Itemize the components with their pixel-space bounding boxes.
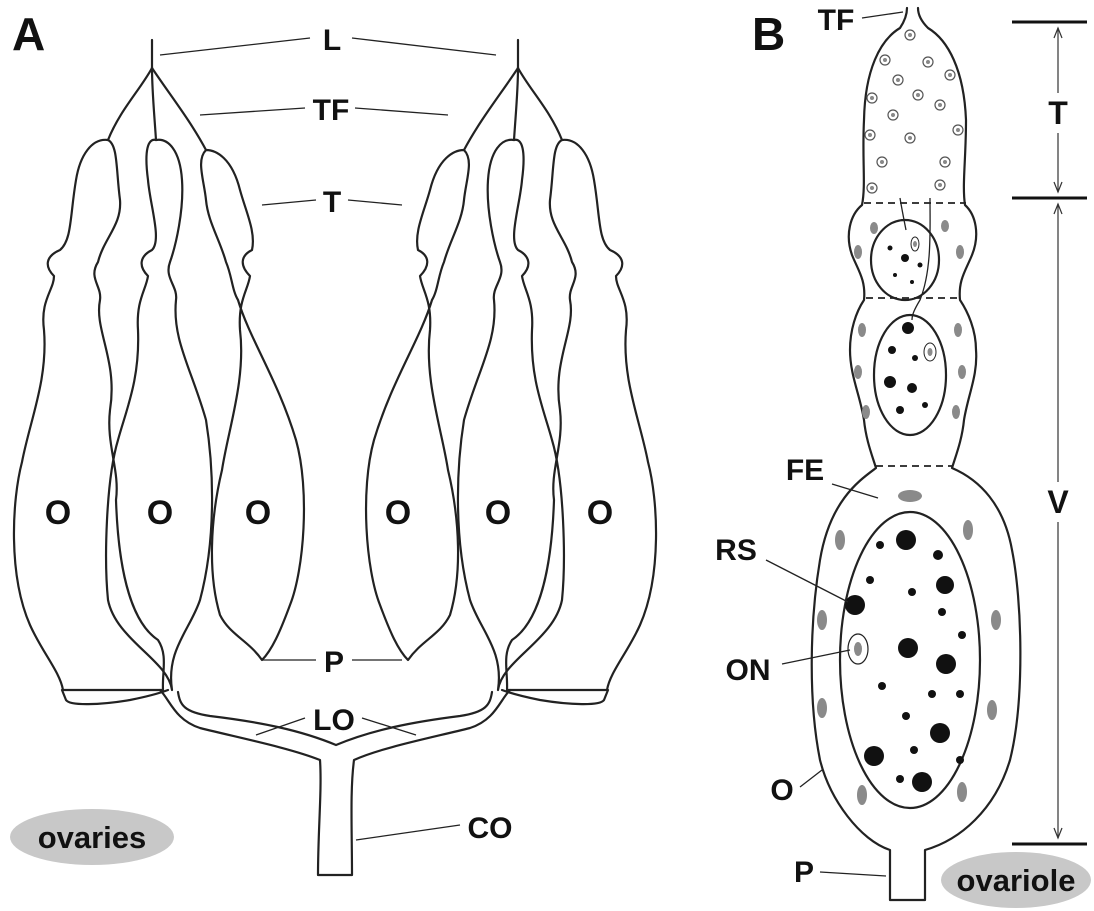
right-ovary: [366, 140, 656, 704]
label-lateral-oviduct: LO: [313, 704, 355, 737]
label-follicular-epithelium: FE: [786, 454, 824, 487]
label-tropharium: T: [323, 186, 341, 219]
ovariole-label-o: O: [245, 494, 271, 532]
ovaries-diagram: O O O O O O L TF T P LO CO ovaries A: [10, 8, 656, 875]
tube: [62, 690, 168, 704]
label-yolk-spheres: RS: [715, 534, 757, 567]
panel-a-label: A: [12, 8, 45, 60]
germarium-nuclei: [865, 30, 963, 193]
ovariole-diagram: T V TF FE RS ON O P ovariole B: [715, 4, 1091, 908]
ovariole-label-o: O: [485, 494, 511, 532]
label-ligament: L: [323, 24, 341, 57]
leader-lines-b: [766, 12, 903, 876]
ovariole-outline: [201, 150, 304, 660]
label-tropharium: T: [1048, 95, 1068, 131]
ovariole-label-o: O: [45, 494, 71, 532]
ovariole-badge-text: ovariole: [957, 863, 1076, 898]
label-terminal-filament: TF: [313, 94, 350, 127]
ovariole-label-o: O: [147, 494, 173, 532]
region-scale: [1012, 22, 1087, 844]
label-vitellarium: V: [1047, 484, 1069, 520]
ovariole-outline: [106, 140, 212, 690]
ovariole-label-o: O: [385, 494, 411, 532]
label-oocyte-nucleus: ON: [726, 654, 771, 687]
left-ovary: [14, 140, 304, 704]
label-pedicel: P: [324, 646, 344, 679]
panel-b-label: B: [752, 8, 785, 60]
label-oocyte: O: [770, 774, 793, 807]
ovariole-outline: [14, 140, 164, 690]
label-pedicel: P: [794, 856, 814, 889]
label-terminal-filament: TF: [818, 4, 855, 37]
ovariole-label-o: O: [587, 494, 613, 532]
ovaries-badge-text: ovaries: [38, 820, 147, 855]
ovariole-outline: [812, 8, 1021, 900]
label-common-oviduct: CO: [468, 812, 513, 845]
